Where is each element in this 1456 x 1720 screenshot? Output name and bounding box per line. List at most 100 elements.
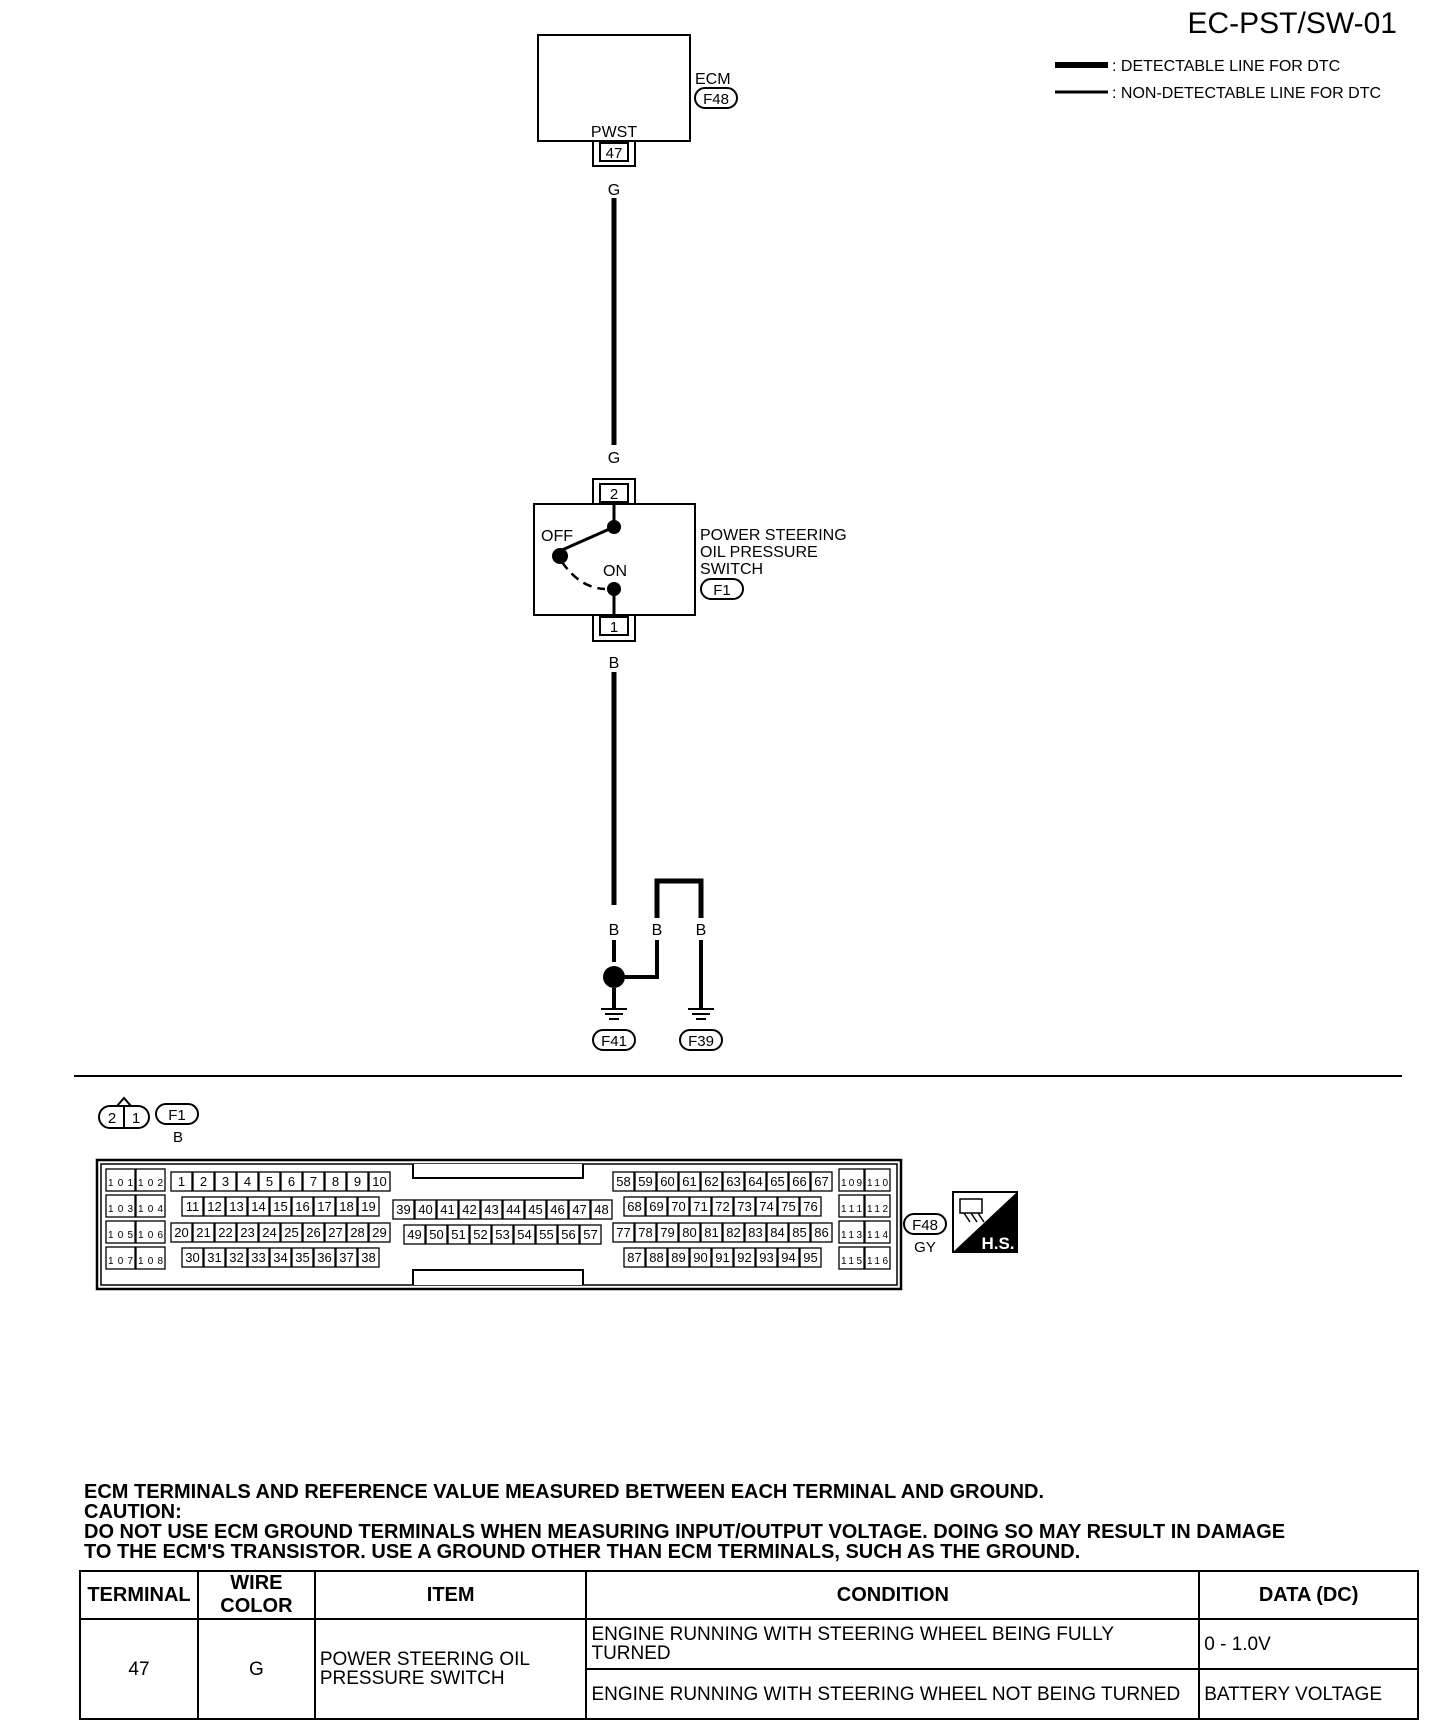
ecm-pin-number: 70: [671, 1199, 685, 1214]
cell-data-2: BATTERY VOLTAGE: [1198, 1668, 1419, 1720]
ecm-pin-cell: [838, 1168, 865, 1192]
ecm-pin-cell: [236, 1222, 259, 1243]
cell-terminal: 47: [79, 1618, 199, 1720]
ecm-pin-cell: [502, 1199, 525, 1220]
ecm-pin-cell: [302, 1171, 325, 1192]
ecm-pin-number: 71: [693, 1199, 707, 1214]
ecm-pin-cell: [135, 1194, 166, 1218]
ecm-pin-number: 76: [803, 1199, 817, 1214]
ecm-pin-cell: [368, 1222, 391, 1243]
ecm-pin-number: 24: [262, 1225, 276, 1240]
ecm-pin-cell: [291, 1196, 314, 1217]
ecm-pin-cell: [722, 1171, 745, 1192]
ecm-pin-number: 102: [138, 1178, 163, 1189]
ecm-pin-cell: [480, 1199, 503, 1220]
ecm-pin-cell: [777, 1196, 800, 1217]
wire-color-ground-mid: B: [652, 922, 663, 939]
ecm-pin-number: 23: [240, 1225, 254, 1240]
ecm-pin-cell: [864, 1168, 891, 1192]
ecm-pin-number: 15: [273, 1199, 287, 1214]
switch-pin-bottom-bracket: [592, 615, 636, 642]
cell-condition-2: ENGINE RUNNING WITH STEERING WHEEL NOT B…: [585, 1668, 1201, 1720]
table-header-row: TERMINAL WIRE COLOR ITEM CONDITION DATA …: [79, 1570, 1419, 1620]
ecm-pin-number: 81: [704, 1225, 718, 1240]
ecm-pin-number: 36: [317, 1250, 331, 1265]
ecm-pin-cell: [838, 1246, 865, 1270]
ecm-pin-number: 17: [317, 1199, 331, 1214]
ecm-pin-cell: [302, 1222, 325, 1243]
ecm-pin-number: 47: [572, 1202, 586, 1217]
cell-data-1: 0 - 1.0V: [1198, 1618, 1419, 1670]
ecm-pin-number: 41: [440, 1202, 454, 1217]
ecm-pin-number: 104: [138, 1204, 163, 1215]
ecm-pin-number: 68: [627, 1199, 641, 1214]
switch-connector-view: 2 1 F1 B: [98, 1096, 199, 1146]
ecm-pin-number: 38: [361, 1250, 375, 1265]
ecm-pin-cell: [524, 1199, 547, 1220]
ecm-pin-number: 66: [792, 1174, 806, 1189]
ecm-pin-number: 77: [616, 1225, 630, 1240]
ecm-pin-number: 20: [174, 1225, 188, 1240]
ecm-pin-number: 32: [229, 1250, 243, 1265]
ecm-pin-number: 9: [354, 1174, 361, 1189]
ecm-pin-number: 86: [814, 1225, 828, 1240]
switch-pin-top-box: [599, 483, 629, 503]
notes-caution: CAUTION:: [84, 1501, 182, 1523]
ecm-pin-cell: [214, 1171, 237, 1192]
wiring-diagram: EC-PST/SW-01 : DETECTABLE LINE FOR DTC :…: [74, 7, 1402, 1291]
ecm-pin-cell: [568, 1199, 591, 1220]
ecm-pin-cell: [313, 1247, 336, 1268]
ecm-pin-cell: [203, 1247, 226, 1268]
ecm-pin-number: 85: [792, 1225, 806, 1240]
ecm-pin-cell: [414, 1199, 437, 1220]
ecm-pin-cell: [864, 1246, 891, 1270]
ecm-pin-cell: [357, 1196, 380, 1217]
ecm-pin-number: 57: [583, 1227, 597, 1242]
ecm-pin-cell: [579, 1224, 602, 1245]
ecm-pin-number: 75: [781, 1199, 795, 1214]
ecm-pin-cell: [214, 1222, 237, 1243]
ecm-pin-cell: [469, 1224, 492, 1245]
ecm-pin-number: 108: [138, 1256, 163, 1267]
ground-splice: [603, 966, 625, 988]
ecm-pin-cell: [280, 1222, 303, 1243]
ecm-pin-cell: [744, 1171, 767, 1192]
ecm-pin-number: 84: [770, 1225, 784, 1240]
ecm-pin-cell: [810, 1222, 833, 1243]
ecm-pin-cell: [436, 1199, 459, 1220]
ecm-pin-number: 43: [484, 1202, 498, 1217]
ecm-connector-badge: [694, 87, 738, 109]
ecm-connector-key-top: [412, 1164, 584, 1179]
ecm-pin-cell: [733, 1196, 756, 1217]
legend-non-detectable-label: : NON-DETECTABLE LINE FOR DTC: [1112, 85, 1381, 102]
ecm-pin-number: 13: [229, 1199, 243, 1214]
switch-connector-view-badge: [155, 1103, 199, 1125]
switch-name-line1: POWER STEERING: [700, 527, 847, 544]
ecm-pin-number: 37: [339, 1250, 353, 1265]
ecm-pin-number: 21: [196, 1225, 210, 1240]
ecm-pin-cell: [170, 1222, 193, 1243]
ecm-pin-number: 63: [726, 1174, 740, 1189]
ecm-pin-number: 55: [539, 1227, 553, 1242]
ecm-pin-number: 22: [218, 1225, 232, 1240]
ecm-pin-cell: [722, 1222, 745, 1243]
ecm-pin-number: 113: [841, 1230, 862, 1241]
ecm-pin-cell: [258, 1222, 281, 1243]
ecm-pin-cell: [612, 1222, 635, 1243]
ecm-pin-number: 53: [495, 1227, 509, 1242]
ecm-pin-number: 83: [748, 1225, 762, 1240]
connector-lock-tab: [116, 1096, 132, 1107]
switch-on-label: ON: [603, 563, 627, 580]
ecm-pin-number: 2: [200, 1174, 207, 1189]
ecm-pin-number: 19: [361, 1199, 375, 1214]
ecm-pin-cell: [513, 1224, 536, 1245]
ecm-pin-number: 14: [251, 1199, 265, 1214]
ecm-pin-cell: [623, 1196, 646, 1217]
ecm-pin-cell: [634, 1222, 657, 1243]
ecm-connector-view-id: F48: [912, 1217, 938, 1234]
ecm-pin-cell: [777, 1247, 800, 1268]
ecm-pin-cell: [700, 1171, 723, 1192]
ecm-pin-cell: [799, 1196, 822, 1217]
ecm-pin-number: 74: [759, 1199, 773, 1214]
ecm-pin-cell: [645, 1247, 668, 1268]
